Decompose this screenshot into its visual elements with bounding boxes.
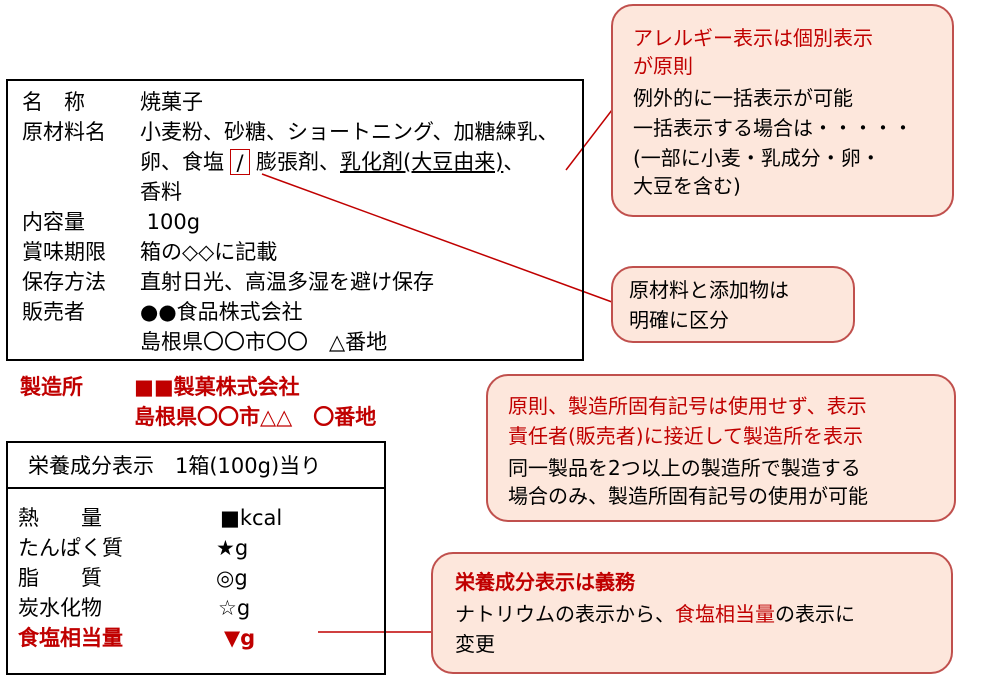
ingredients-line-1: 小麦粉、砂糖、ショートニング、加糖練乳、 bbox=[140, 120, 559, 144]
label-row-ingredients: 原材料名 小麦粉、砂糖、ショートニング、加糖練乳、 卵、食塩/膨張剤、乳化剤(大… bbox=[22, 119, 582, 209]
callout-text: 原材料と添加物は bbox=[629, 278, 789, 302]
ingredients-post: 、 bbox=[503, 150, 525, 174]
nutrient-value: ☆g bbox=[218, 596, 251, 620]
manufacturer-key: 製造所 bbox=[20, 375, 83, 399]
callout-text-highlight: 食塩相当量 bbox=[675, 602, 775, 626]
plant-callout: 原則、製造所固有記号は使用せず、表示 責任者(販売者)に接近して製造所を表示 同… bbox=[486, 374, 956, 522]
seller-name: ●●食品株式会社 bbox=[140, 300, 303, 324]
label-key: 賞味期限 bbox=[22, 240, 106, 264]
nutrition-callout: 栄養成分表示は義務 ナトリウムの表示から、食塩相当量の表示に 変更 bbox=[431, 552, 953, 674]
nutrition-title: 栄養成分表示 1箱(100g)当り bbox=[28, 454, 322, 478]
nutrient-name-salt: 食塩相当量 bbox=[18, 626, 123, 650]
callout-title: 責任者(販売者)に接近して製造所を表示 bbox=[508, 424, 864, 448]
label-key: 保存方法 bbox=[22, 270, 106, 294]
nutrient-name: たんぱく質 bbox=[18, 536, 123, 560]
callout-text: 大豆を含む) bbox=[633, 174, 741, 198]
callout-text: 同一製品を2つ以上の製造所で製造する bbox=[508, 456, 861, 480]
callout-text: 変更 bbox=[455, 632, 495, 656]
callout-title: アレルギー表示は個別表示 bbox=[633, 26, 873, 50]
label-key: 内容量 bbox=[22, 210, 85, 234]
ingredients-pre: 卵、食塩 bbox=[140, 150, 224, 174]
slash-connector bbox=[261, 173, 613, 303]
seller-address: 島根県〇〇市〇〇 △番地 bbox=[140, 330, 388, 354]
label-value: 箱の◇◇に記載 bbox=[140, 240, 278, 264]
nutrient-value: ★g bbox=[216, 536, 249, 560]
nutrition-facts-box: 栄養成分表示 1箱(100g)当り 熱 量 ■kcal たんぱく質 ★g 脂 質… bbox=[6, 441, 386, 675]
additive-slash-marker: / bbox=[230, 149, 250, 175]
callout-title: 栄養成分表示は義務 bbox=[455, 570, 635, 594]
allergy-connector bbox=[565, 109, 613, 171]
nutrient-name: 炭水化物 bbox=[18, 596, 102, 620]
nutrition-header: 栄養成分表示 1箱(100g)当り bbox=[8, 443, 384, 489]
label-value: 直射日光、高温多湿を避け保存 bbox=[140, 270, 434, 294]
callout-text: (一部に小麦・乳成分・卵・ bbox=[633, 146, 881, 170]
separation-callout: 原材料と添加物は 明確に区分 bbox=[611, 266, 855, 343]
allergen-underlined: 乳化剤(大豆由来) bbox=[340, 150, 504, 174]
label-key: 原材料名 bbox=[22, 120, 106, 144]
allergy-callout: アレルギー表示は個別表示 が原則 例外的に一括表示が可能 一括表示する場合は・・… bbox=[611, 4, 954, 217]
callout-text: 明確に区分 bbox=[629, 308, 729, 332]
label-key: 販売者 bbox=[22, 300, 85, 324]
manufacturer-address: 島根県〇〇市△△ 〇番地 bbox=[134, 405, 377, 429]
nutrient-value: ■kcal bbox=[220, 506, 283, 530]
food-label-box: 名 称 焼菓子 原材料名 小麦粉、砂糖、ショートニング、加糖練乳、 卵、食塩/膨… bbox=[6, 79, 584, 361]
callout-text: 場合のみ、製造所固有記号の使用が可能 bbox=[508, 484, 868, 508]
nutrient-name: 熱 量 bbox=[18, 506, 102, 530]
callout-title: が原則 bbox=[633, 54, 693, 78]
nutrient-value-salt: ▼g bbox=[224, 626, 256, 650]
callout-text-pre: ナトリウムの表示から、 bbox=[455, 602, 675, 626]
manufacturer-name: ■■製菓株式会社 bbox=[134, 375, 300, 399]
callout-text: 例外的に一括表示が可能 bbox=[633, 86, 853, 110]
callout-title: 原則、製造所固有記号は使用せず、表示 bbox=[508, 394, 867, 418]
nutrient-name: 脂 質 bbox=[18, 566, 102, 590]
label-row-seller: 販売者 ●●食品株式会社 島根県〇〇市〇〇 △番地 bbox=[22, 299, 582, 359]
callout-text: 一括表示する場合は・・・・・ bbox=[633, 116, 913, 140]
label-value: 100g bbox=[140, 210, 201, 234]
label-value: 焼菓子 bbox=[140, 90, 203, 114]
callout-text: ナトリウムの表示から、食塩相当量の表示に bbox=[455, 600, 855, 628]
label-key: 名 称 bbox=[22, 90, 85, 114]
callout-text-post: の表示に bbox=[775, 602, 855, 626]
ingredients-mid: 膨張剤、 bbox=[256, 150, 340, 174]
ingredients-line-3: 香料 bbox=[140, 180, 182, 204]
ingredients-line-2: 卵、食塩/膨張剤、乳化剤(大豆由来)、 bbox=[140, 149, 524, 175]
nutrient-value: ◎g bbox=[216, 566, 248, 590]
